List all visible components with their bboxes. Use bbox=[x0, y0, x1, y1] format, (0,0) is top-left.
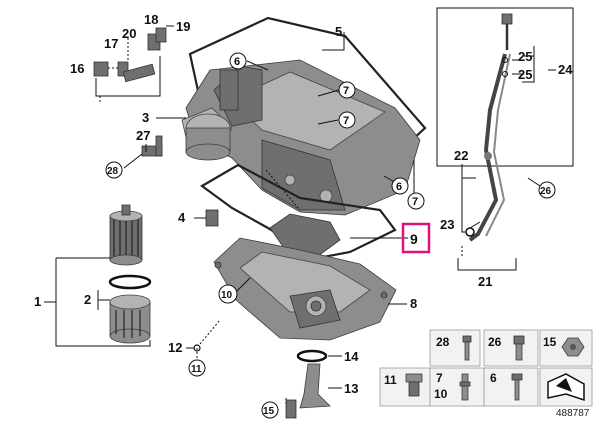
callout-4: 4 bbox=[178, 210, 186, 225]
legend-panel: 28 26 15 11 7 10 6 bbox=[379, 329, 593, 407]
bolt-15 bbox=[285, 399, 297, 419]
callout-12: 12 bbox=[168, 340, 182, 355]
callout-6b: 6 bbox=[396, 181, 402, 193]
callout-11: 11 bbox=[191, 364, 202, 375]
legend-28: 28 bbox=[436, 335, 450, 349]
callout-16: 16 bbox=[70, 61, 84, 76]
filter-cover bbox=[109, 294, 151, 344]
callout-7-mid: 7 bbox=[343, 115, 349, 127]
seal-ring-14 bbox=[296, 349, 328, 363]
legend-15: 15 bbox=[543, 335, 557, 349]
callout-10: 10 bbox=[221, 290, 233, 301]
callout-19: 19 bbox=[176, 19, 190, 34]
legend-11: 11 bbox=[384, 373, 397, 387]
callout-3: 3 bbox=[142, 110, 149, 125]
leader-lines bbox=[44, 25, 556, 404]
callout-22: 22 bbox=[454, 148, 468, 163]
callout-9: 9 bbox=[410, 231, 418, 247]
callout-8: 8 bbox=[410, 296, 417, 311]
callout-13: 13 bbox=[344, 381, 358, 396]
callout-20: 20 bbox=[122, 26, 136, 41]
callout-1: 1 bbox=[34, 294, 41, 309]
filter-o-ring bbox=[108, 274, 152, 290]
callout-7b: 7 bbox=[412, 196, 418, 208]
callout-24: 24 bbox=[558, 62, 573, 77]
callout-26: 26 bbox=[540, 186, 552, 197]
legend-7: 7 bbox=[436, 371, 443, 385]
highlight-box bbox=[401, 222, 431, 254]
callout-14: 14 bbox=[344, 349, 359, 364]
legend-10: 10 bbox=[434, 387, 448, 401]
callout-18: 18 bbox=[144, 12, 158, 27]
callout-23: 23 bbox=[440, 217, 454, 232]
sensor-group bbox=[93, 27, 167, 83]
lower-gasket bbox=[199, 163, 397, 260]
callout-17: 17 bbox=[104, 36, 118, 51]
callout-6a: 6 bbox=[234, 56, 240, 68]
oil-filter-element bbox=[109, 204, 143, 266]
reference-number: 488787 bbox=[556, 408, 590, 419]
dipstick-assembly bbox=[436, 7, 574, 242]
legend-26: 26 bbox=[488, 335, 502, 349]
callout-21: 21 bbox=[478, 274, 492, 289]
callout-27: 27 bbox=[136, 128, 150, 143]
callout-28: 28 bbox=[107, 166, 119, 177]
guide-tube-13 bbox=[299, 363, 331, 409]
lower-oil-pan bbox=[213, 237, 397, 341]
callout-7a: 7 bbox=[343, 85, 349, 97]
callout-5: 5 bbox=[335, 24, 342, 39]
oil-filter-housing bbox=[141, 113, 231, 161]
bolt-4 bbox=[205, 209, 219, 227]
callout-2: 2 bbox=[84, 292, 91, 307]
callout-25a: 25 bbox=[518, 49, 532, 64]
callout-15: 15 bbox=[263, 406, 275, 417]
callout-25b: 25 bbox=[518, 67, 532, 82]
legend-6: 6 bbox=[490, 371, 497, 385]
